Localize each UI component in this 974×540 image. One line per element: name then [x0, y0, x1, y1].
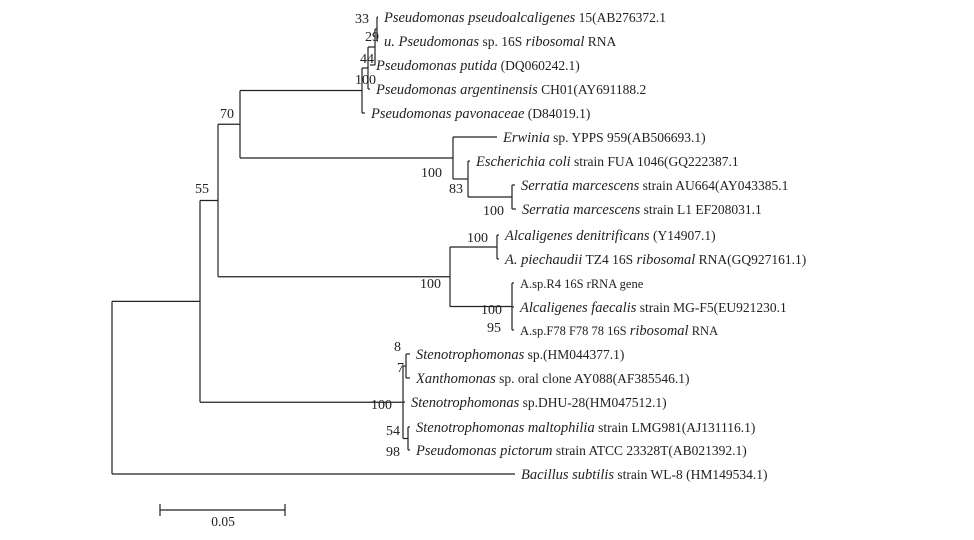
- bootstrap-value: 100: [355, 73, 376, 88]
- bootstrap-value: 83: [449, 182, 463, 197]
- bootstrap-value: 44: [360, 52, 374, 67]
- leaf-label-part: RNA: [584, 34, 616, 49]
- leaf-label-part: sp. oral clone AY088(AF385546.1): [496, 371, 690, 386]
- leaf-label-part: Alcaligenes faecalis: [519, 300, 637, 316]
- leaf-label-part: ribosomal: [630, 323, 689, 339]
- leaf-labels: Pseudomonas pseudoalcaligenes 15(AB27637…: [370, 10, 806, 483]
- bootstrap-value: 29: [365, 30, 379, 45]
- leaf-label: Serratia marcescens strain L1 EF208031.1: [522, 202, 762, 218]
- leaf-label-part: (D84019.1): [524, 106, 590, 121]
- leaf-label: A. piechaudii TZ4 16S ribosomal RNA(GQ92…: [504, 252, 806, 268]
- leaf-label: Serratia marcescens strain AU664(AY04338…: [521, 178, 788, 194]
- leaf-label-part: sp. YPPS 959(AB506693.1): [550, 130, 706, 145]
- leaf-label-part: A.sp.F78 F78 78 16S: [520, 324, 630, 338]
- leaf-label: u. Pseudomonas sp. 16S ribosomal RNA: [384, 34, 617, 50]
- leaf-label-part: sp.(HM044377.1): [524, 347, 624, 362]
- bootstrap-value: 100: [483, 204, 504, 219]
- leaf-label-part: RNA: [689, 324, 719, 338]
- leaf-label-part: Serratia marcescens: [522, 202, 641, 218]
- leaf-label: Bacillus subtilis strain WL-8 (HM149534.…: [521, 467, 768, 483]
- bootstrap-value: 70: [220, 107, 234, 122]
- leaf-label-part: strain AU664(AY043385.1: [639, 178, 788, 193]
- leaf-label-part: Stenotrophomonas: [411, 395, 520, 411]
- leaf-label: Pseudomonas putida (DQ060242.1): [375, 58, 580, 74]
- leaf-label: Xanthomonas sp. oral clone AY088(AF38554…: [415, 371, 690, 387]
- bootstrap-value: 95: [487, 321, 501, 336]
- leaf-label-part: strain MG-F5(EU921230.1: [636, 300, 786, 315]
- leaf-label-part: strain FUA 1046(GQ222387.1: [571, 154, 739, 169]
- leaf-label: A.sp.F78 F78 78 16S ribosomal RNA: [520, 323, 718, 339]
- leaf-label: Alcaligenes denitrificans (Y14907.1): [504, 228, 716, 244]
- bootstrap-value: 100: [467, 231, 488, 246]
- leaf-label: Stenotrophomonas sp.DHU-28(HM047512.1): [411, 395, 667, 411]
- leaf-label: A.sp.R4 16S rRNA gene: [520, 277, 644, 291]
- leaf-label-part: CH01(AY691188.2: [538, 82, 647, 97]
- leaf-label: Pseudomonas argentinensis CH01(AY691188.…: [375, 82, 646, 98]
- leaf-label-part: 15(AB276372.1: [575, 10, 666, 25]
- leaf-label-part: Stenotrophomonas: [416, 347, 525, 363]
- leaf-label-part: Pseudomonas pictorum: [415, 443, 553, 459]
- leaf-label-part: RNA(GQ927161.1): [695, 252, 806, 267]
- bootstrap-value: 98: [386, 445, 400, 460]
- leaf-label-part: Pseudomonas pseudoalcaligenes: [383, 10, 576, 26]
- scale-bar-label: 0.05: [211, 514, 235, 529]
- leaf-label-part: Pseudomonas pavonaceae: [370, 106, 525, 122]
- leaf-label-part: Xanthomonas: [415, 371, 496, 387]
- leaf-label: Pseudomonas pseudoalcaligenes 15(AB27637…: [383, 10, 666, 26]
- leaf-label-part: (Y14907.1): [650, 228, 716, 243]
- bootstrap-value: 100: [421, 166, 442, 181]
- bootstrap-value: 33: [355, 12, 369, 27]
- bootstrap-value: 55: [195, 182, 209, 197]
- leaf-label-part: Stenotrophomonas maltophilia: [416, 420, 595, 436]
- leaf-label-part: Erwinia: [502, 130, 550, 146]
- scale-bar: 0.05: [159, 504, 286, 529]
- bootstrap-value: 100: [420, 277, 441, 292]
- leaf-label-part: Alcaligenes denitrificans: [504, 228, 650, 244]
- bootstrap-value: 54: [386, 424, 400, 439]
- leaf-label-part: strain L1 EF208031.1: [640, 202, 762, 217]
- leaf-label-part: (DQ060242.1): [497, 58, 580, 73]
- leaf-label: Alcaligenes faecalis strain MG-F5(EU9212…: [519, 300, 787, 316]
- leaf-label-part: sp.DHU-28(HM047512.1): [519, 395, 666, 410]
- leaf-label: Stenotrophomonas sp.(HM044377.1): [416, 347, 624, 363]
- bootstrap-value: 7: [397, 361, 404, 376]
- leaf-label-part: strain LMG981(AJ131116.1): [595, 420, 756, 435]
- leaf-label-part: Pseudomonas putida: [375, 58, 497, 74]
- leaf-label: Erwinia sp. YPPS 959(AB506693.1): [502, 130, 706, 146]
- leaf-label-part: A. piechaudii: [504, 252, 582, 268]
- bootstrap-value: 8: [394, 340, 401, 355]
- leaf-label-part: Bacillus subtilis: [521, 467, 614, 483]
- leaf-label-part: A.sp.R4 16S rRNA gene: [520, 277, 644, 291]
- bootstrap-value: 100: [371, 398, 392, 413]
- leaf-label: Escherichia coli strain FUA 1046(GQ22238…: [475, 154, 739, 170]
- leaf-label-part: u. Pseudomonas: [384, 34, 479, 50]
- bootstrap-value: 100: [481, 303, 502, 318]
- leaf-label-part: ribosomal: [636, 252, 695, 268]
- leaf-label: Pseudomonas pictorum strain ATCC 23328T(…: [415, 443, 747, 459]
- leaf-label-part: strain WL-8 (HM149534.1): [614, 467, 767, 482]
- leaf-label-part: Serratia marcescens: [521, 178, 640, 194]
- leaf-label: Pseudomonas pavonaceae (D84019.1): [370, 106, 590, 122]
- leaf-label-part: sp. 16S: [479, 34, 526, 49]
- leaf-label-part: ribosomal: [526, 34, 585, 50]
- bootstrap-labels: 33 29 44 100 70 100 83 100 55 100 100 100 95 8 7 100 54 9…: [195, 12, 504, 460]
- leaf-label-part: strain ATCC 23328T(AB021392.1): [553, 443, 747, 458]
- leaf-label: Stenotrophomonas maltophilia strain LMG9…: [416, 420, 755, 436]
- leaf-label-part: Escherichia coli: [475, 154, 571, 170]
- tree-branches: [111, 16, 516, 475]
- leaf-label-part: TZ4 16S: [582, 252, 636, 267]
- leaf-label-part: Pseudomonas argentinensis: [375, 82, 538, 98]
